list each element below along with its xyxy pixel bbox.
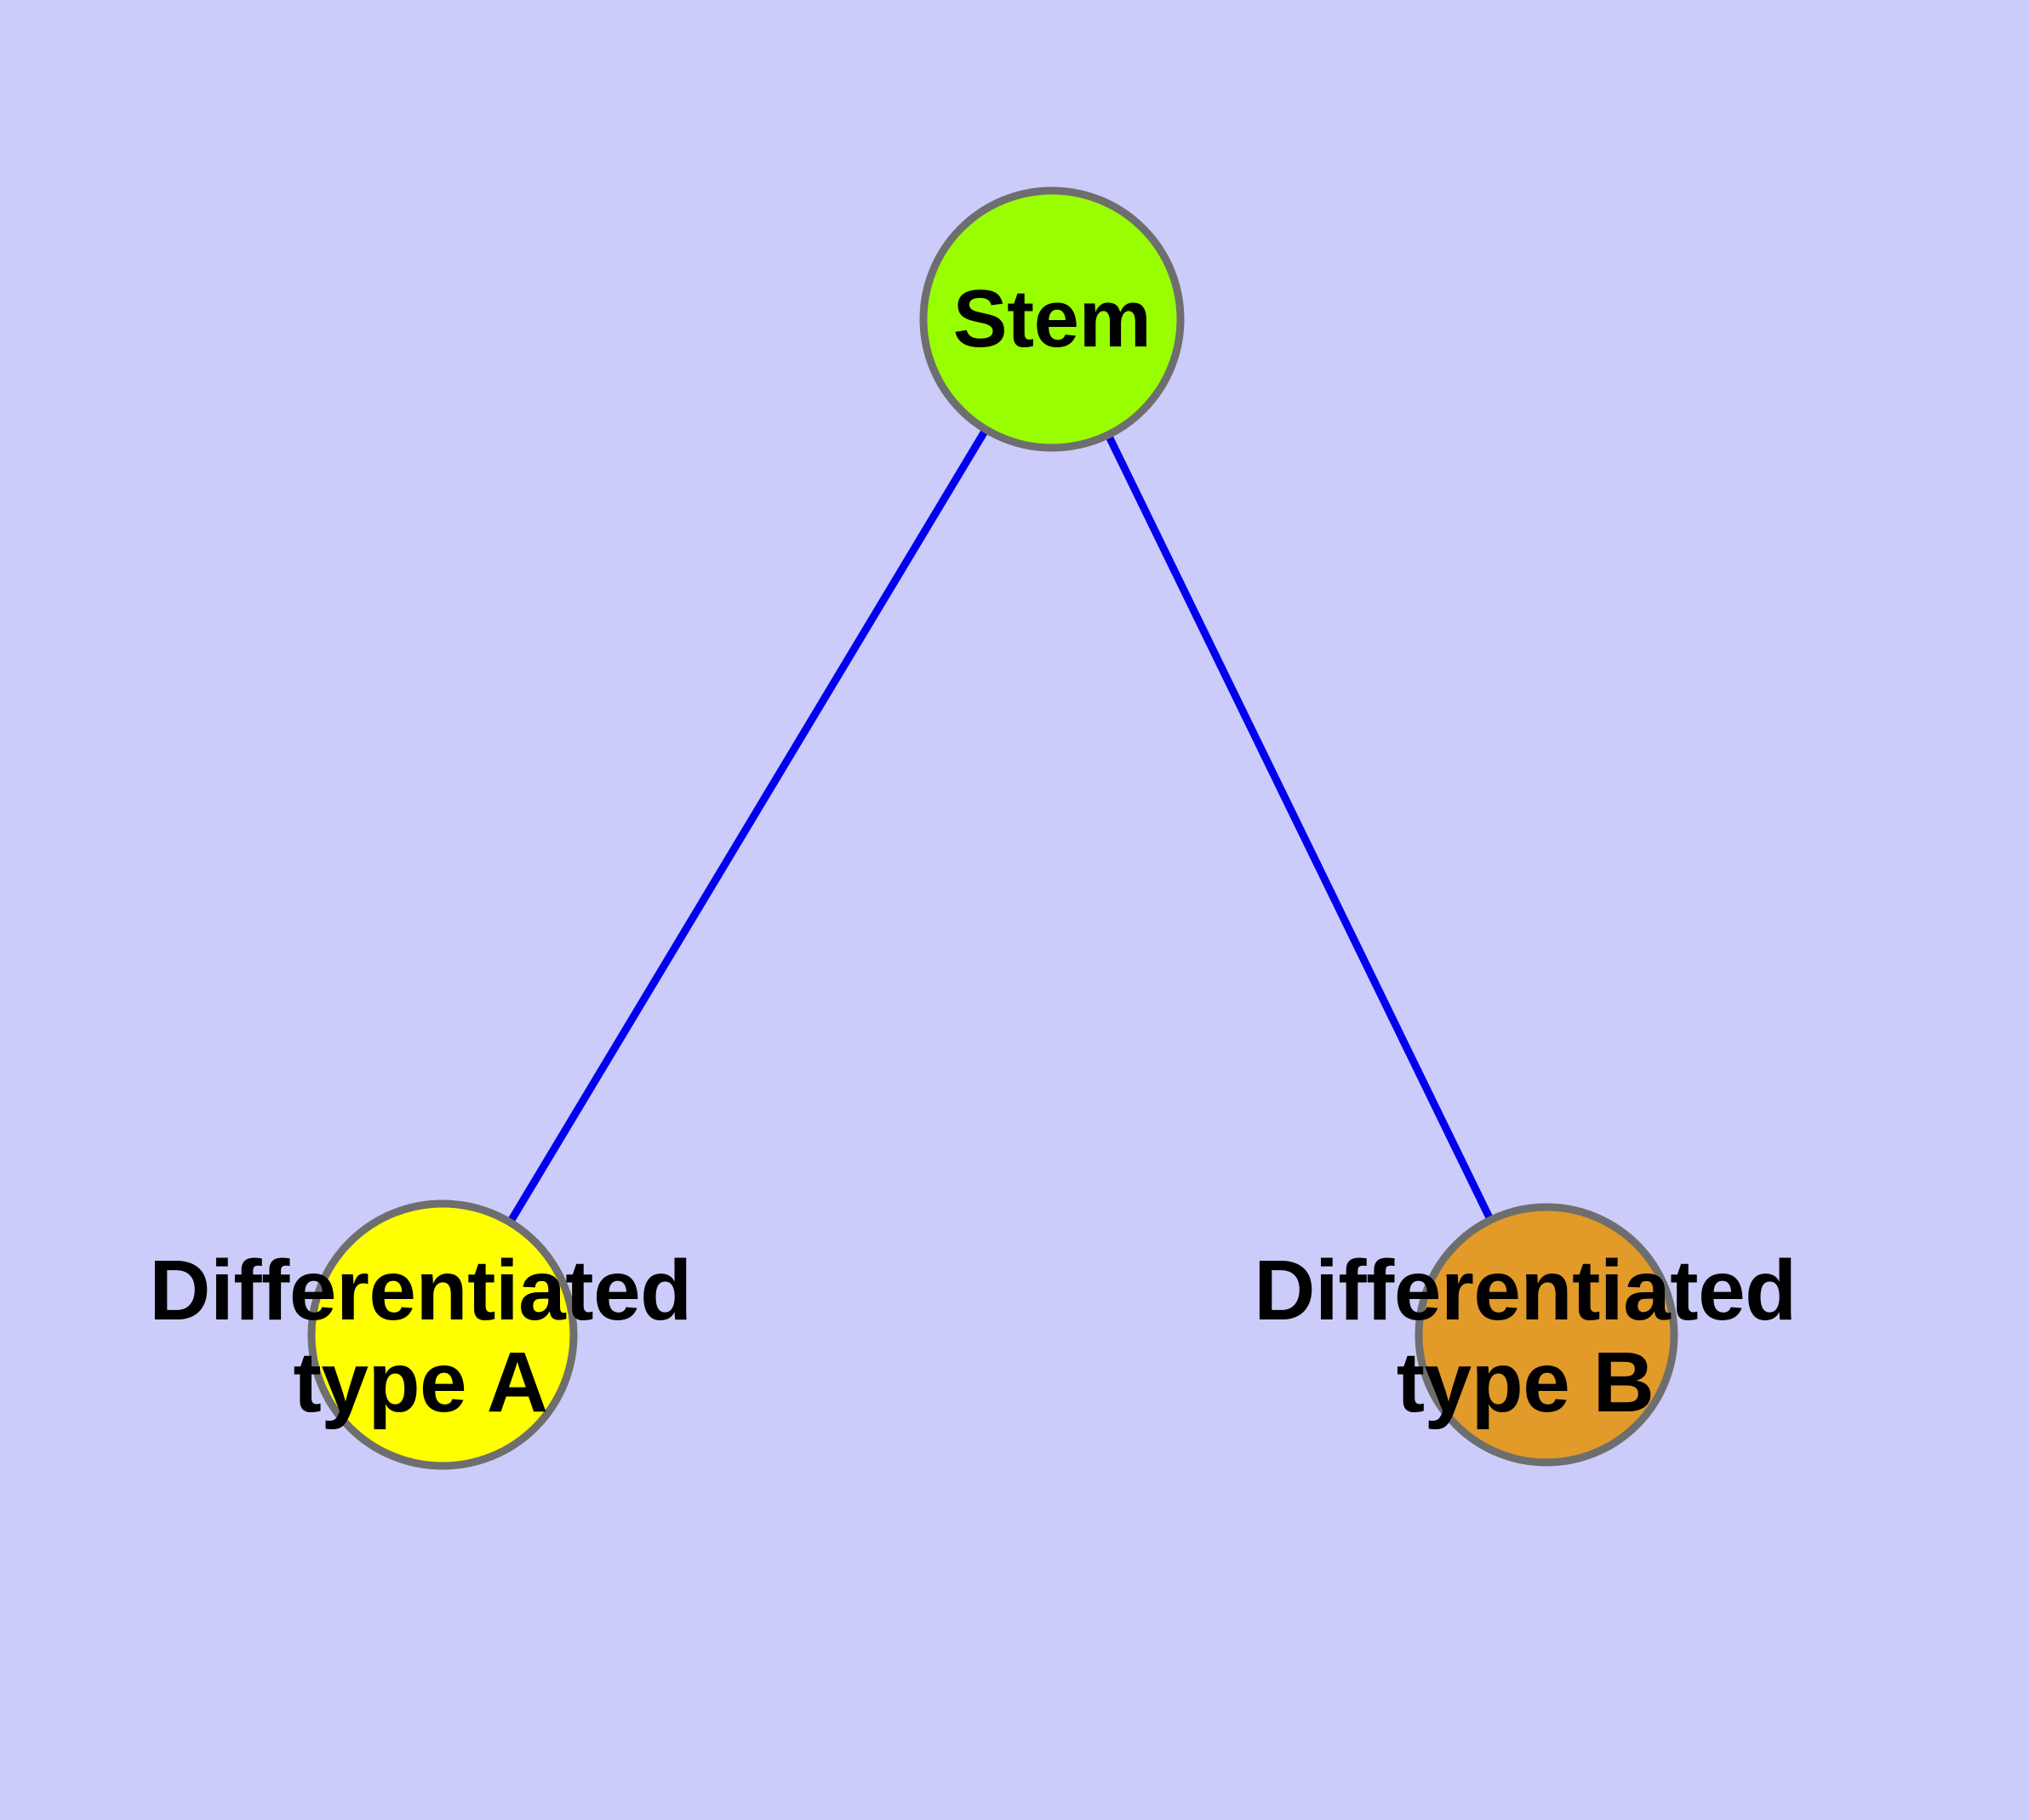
- edge-stem-to-differentiated-a: [439, 317, 1055, 1337]
- node-circle-differentiated-b[interactable]: [1415, 1203, 1678, 1467]
- node-circle-differentiated-a[interactable]: [307, 1199, 578, 1470]
- node-layer: [307, 186, 1678, 1470]
- node-circle-stem[interactable]: [919, 186, 1185, 452]
- edge-stem-to-differentiated-b: [1048, 318, 1551, 1336]
- edge-layer: [439, 317, 1551, 1337]
